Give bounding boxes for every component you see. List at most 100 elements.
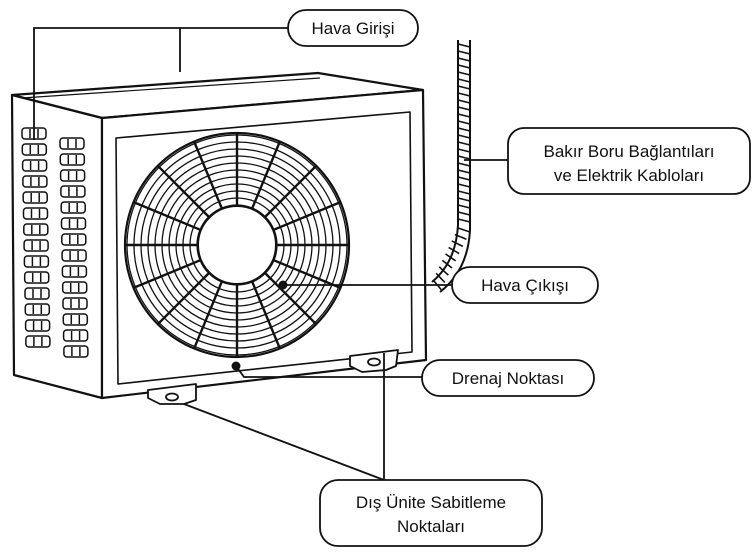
air-outlet-dot (278, 280, 288, 290)
label-box-pipes-cables (507, 127, 751, 195)
conduit-rib (457, 50, 471, 55)
mounting-feet (147, 349, 399, 405)
conduit-rib (457, 176, 471, 181)
conduit-rib (457, 120, 471, 125)
vent-slat (23, 239, 49, 252)
vent-slat (22, 191, 48, 204)
fan-guard-spoke (264, 272, 318, 326)
fan-guard-spoke (133, 259, 201, 289)
foot-right-hole (367, 357, 381, 367)
vent-slat (61, 281, 88, 294)
conduit-rib (457, 113, 471, 118)
fan-guard-spoke (156, 272, 210, 326)
fan-guard-spoke (193, 281, 223, 349)
conduit-rib (457, 169, 471, 174)
conduit-rib (441, 259, 453, 269)
vent-slat (61, 265, 88, 278)
conduit-rib (457, 134, 471, 139)
vent-slat (59, 153, 86, 166)
conduit-rib (448, 246, 460, 255)
vent-slat (23, 271, 50, 284)
conduit-rib (457, 204, 471, 209)
fan-guard-spoke (156, 164, 210, 218)
fan-hub-opening (197, 205, 277, 285)
conduit-rib (457, 141, 471, 146)
label-boxes (287, 9, 751, 547)
vent-slat (62, 297, 88, 310)
vent-slat (22, 207, 49, 220)
conduit-rib (457, 211, 471, 216)
side-vent-grille (21, 127, 89, 358)
conduit-rib (457, 57, 471, 62)
vent-slat (60, 185, 86, 198)
conduit-rib (457, 78, 471, 83)
label-air-outlet: Hava Çıkışı (481, 276, 569, 295)
conduit-rib (457, 227, 471, 233)
leader-air-inlet (33, 27, 290, 140)
vent-slat (24, 319, 51, 332)
unit-top-edge (21, 77, 321, 99)
vent-slat (59, 137, 85, 150)
conduit-rib (457, 148, 471, 153)
conduit-rib (451, 240, 464, 248)
vent-slat (21, 159, 48, 172)
label-pipes-cables-2: ve Elektrik Kabloları (554, 166, 704, 185)
vent-slat (59, 169, 86, 182)
label-mounting-2: Noktaları (397, 517, 465, 536)
conduit-rib (457, 155, 471, 160)
conduit-rib (457, 218, 471, 223)
conduit-rib (435, 272, 446, 283)
conduit-rib (454, 233, 467, 240)
vent-slat (60, 217, 87, 230)
label-pipes-cables-1: Bakır Boru Bağlantıları (543, 142, 714, 161)
conduit-rib (457, 43, 471, 48)
vent-slat (63, 345, 89, 358)
conduit-rib (457, 92, 471, 97)
fan-guard-spoke (251, 281, 281, 349)
fan-guard-spoke (273, 201, 341, 231)
vent-slat (24, 287, 50, 300)
vent-slat (60, 201, 86, 214)
conduit-rib (457, 71, 471, 76)
fan-guard-spoke (133, 201, 201, 231)
fan-guard-spoke (251, 141, 281, 209)
fan-guard-spoke (264, 164, 318, 218)
pipe-conduit (431, 40, 471, 293)
label-drain: Drenaj Noktası (452, 369, 564, 388)
label-box-air-inlet (287, 9, 419, 47)
label-box-mounting (319, 479, 543, 547)
vent-slat (61, 233, 87, 246)
label-air-inlet: Hava Girişi (311, 19, 394, 38)
vent-slat (24, 303, 51, 316)
vent-slat (23, 255, 50, 268)
drain-dot (231, 361, 241, 371)
fan-guard-spoke (273, 259, 341, 289)
conduit-rib (457, 127, 471, 132)
label-texts: Hava Girişi Bakır Boru Bağlantıları ve E… (311, 19, 714, 536)
label-box-drain (421, 359, 595, 397)
conduit-rib (457, 183, 471, 188)
leader-drain (235, 365, 422, 378)
vent-slat (25, 335, 51, 348)
vent-slat (61, 249, 87, 262)
leader-dots (231, 280, 288, 371)
foot-left-hole (165, 392, 179, 402)
conduit-rib (457, 190, 471, 195)
conduit-rib (457, 162, 471, 167)
conduit-rib (457, 197, 471, 202)
vent-slat (62, 313, 89, 326)
label-box-air-outlet (451, 266, 599, 304)
conduit-rib (445, 253, 457, 262)
unit-front-inner-panel (115, 111, 413, 385)
label-mounting-1: Dış Ünite Sabitleme (356, 493, 506, 512)
fan-guard-spoke (193, 141, 223, 209)
conduit-ribs (432, 43, 471, 291)
conduit-rib (457, 64, 471, 69)
conduit-rib (438, 266, 449, 276)
conduit-rib (457, 99, 471, 104)
conduit-outline (431, 40, 471, 293)
vent-slat (21, 143, 48, 156)
vent-slat (23, 223, 49, 236)
conduit-rib (457, 106, 471, 111)
